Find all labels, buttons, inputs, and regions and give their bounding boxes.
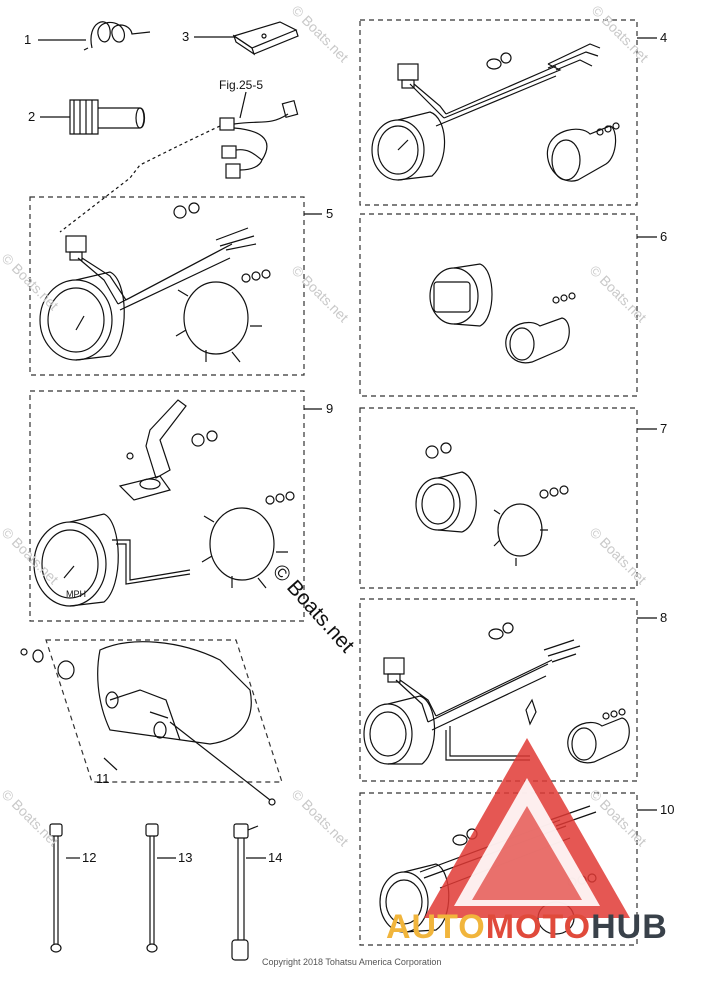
brand-text-part2: MOTO xyxy=(485,908,592,946)
part-11-bracket-assembly xyxy=(20,639,283,806)
part-3-holder xyxy=(232,21,299,56)
part-5-speedometer-kit xyxy=(39,202,271,363)
box-6 xyxy=(359,213,638,397)
parts-12-14-tubes xyxy=(49,823,259,961)
box-9 xyxy=(29,390,305,622)
callout-9: 9 xyxy=(326,401,334,416)
harness-fig-25-5 xyxy=(59,99,299,233)
part-9-speedometer-pitot-kit xyxy=(33,399,295,607)
callout-3: 3 xyxy=(182,29,190,44)
callout-6: 6 xyxy=(660,229,668,244)
box-5 xyxy=(29,196,305,376)
part-8-trim-gauge-kit xyxy=(363,622,630,765)
callout-4: 4 xyxy=(660,30,668,45)
brand-logo-text: AUTOMOTOHUB xyxy=(386,908,668,947)
brand-text-part1: AUTO xyxy=(386,908,486,946)
box-7 xyxy=(359,407,638,589)
callout-5: 5 xyxy=(326,206,334,221)
group-boxes xyxy=(29,19,638,946)
part-6-hourmeter-kit xyxy=(429,263,576,364)
callout-2: 2 xyxy=(28,109,36,124)
callout-11: 11 xyxy=(96,771,110,786)
callout-12: 12 xyxy=(82,850,97,865)
callout-13: 13 xyxy=(178,850,193,865)
callout-10: 10 xyxy=(660,802,675,817)
callout-8: 8 xyxy=(660,610,668,625)
gauge-face-text: MPH xyxy=(66,589,86,599)
figure-reference: Fig.25-5 xyxy=(219,78,264,92)
brand-text-part3: HUB xyxy=(591,908,668,946)
part-7-gauge-kit xyxy=(415,442,569,566)
callout-7: 7 xyxy=(660,421,668,436)
leader-lines xyxy=(38,36,657,859)
copyright-footer: Copyright 2018 Tohatsu America Corporati… xyxy=(262,957,442,967)
part-1-spring xyxy=(83,21,151,51)
part-4-tachometer-kit xyxy=(371,43,620,182)
brand-logo-triangle xyxy=(424,738,630,918)
callout-14: 14 xyxy=(268,850,283,865)
box-4 xyxy=(359,19,638,206)
part-2-hose-joint xyxy=(69,99,146,135)
callout-1: 1 xyxy=(24,32,32,47)
box-8 xyxy=(359,598,638,782)
